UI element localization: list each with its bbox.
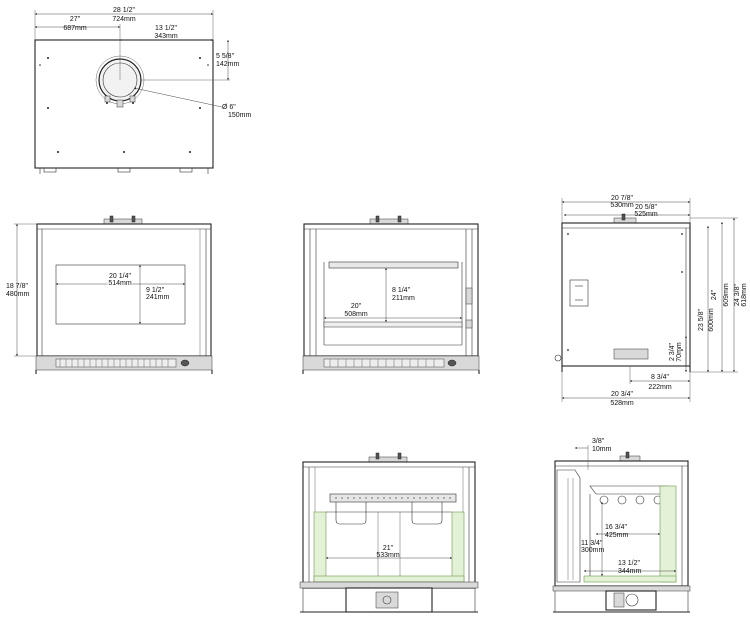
side-floor-depth-in: 13 1/2" — [618, 560, 640, 567]
glass-height-mm: 241mm — [146, 294, 170, 301]
overall-width-in: 28 1/2" — [113, 7, 135, 14]
side-floor-depth-mm: 344mm — [618, 568, 642, 575]
left-firebrick — [313, 511, 327, 583]
side-section: 3/8" 10mm 16 3/4" 425mm 11 3/4" 300mm 13… — [552, 438, 691, 613]
top-gap-in: 3/8" — [592, 438, 605, 445]
side-top-depth-mm: 525mm — [634, 211, 658, 218]
flue-offset-mm: 343mm — [154, 33, 178, 40]
offset-width-in: 27" — [70, 16, 81, 23]
flue-diameter-mm: 150mm — [228, 112, 252, 119]
side-overall-depth-mm: 530mm — [610, 202, 634, 209]
glass-height-in: 9 1/2" — [146, 287, 165, 294]
side-front-offset-mm: 222mm — [648, 384, 672, 391]
side-air-box — [613, 348, 649, 360]
side-overall-depth-in: 20 7/8" — [611, 195, 633, 202]
flue-diameter-in: Ø 6" — [222, 104, 236, 111]
side-height-overall-in: 24 3/8" — [734, 284, 741, 306]
side-bottom-depth-mm: 528mm — [610, 400, 634, 407]
front-section: 21" 533mm — [299, 452, 479, 613]
side-height-mid-mm: 609mm — [723, 283, 730, 307]
open-view-frame — [303, 223, 479, 357]
side-handle — [569, 279, 589, 307]
firebox-width-in: 21" — [383, 545, 394, 552]
glass-width-mm: 514mm — [108, 280, 132, 287]
overall-width-mm: 724mm — [112, 16, 136, 23]
interior-height-in: 8 1/4" — [392, 287, 411, 294]
offset-width-mm: 687mm — [63, 25, 87, 32]
front-view-open: 8 1/4" 211mm 20" 508mm — [302, 215, 480, 374]
front-height-in: 18 7/8" — [6, 283, 28, 290]
section-outer-frame — [302, 461, 476, 589]
side-leg-height-in: 2 3/4" — [669, 342, 676, 361]
side-view-body — [561, 222, 691, 367]
flue-depth-in: 5 5/8" — [216, 53, 235, 60]
side-top-depth-in: 20 5/8" — [635, 204, 657, 211]
side-firebox-height-mm: 300mm — [581, 547, 605, 554]
side-firebox-depth-in: 16 3/4" — [605, 524, 627, 531]
rear-firebrick — [659, 485, 677, 583]
side-firebox-depth-mm: 425mm — [605, 532, 629, 539]
interior-width-mm: 508mm — [344, 311, 368, 318]
front-height-mm: 480mm — [6, 291, 30, 298]
side-height-inner-in: 23 5/8" — [698, 309, 705, 331]
front-glass — [55, 264, 186, 325]
flue-offset-in: 13 1/2" — [155, 25, 177, 32]
side-height-inner-mm: 600mm — [708, 308, 715, 332]
glass-width-in: 20 1/4" — [109, 273, 131, 280]
front-view-frame — [36, 223, 212, 357]
interior-width-in: 20" — [351, 303, 362, 310]
top-view: 28 1/2" 724mm 27" 687mm 13 1/2" 343mm 5 … — [34, 7, 252, 174]
side-firebox-height-in: 11 3/4" — [581, 540, 603, 547]
side-leg-height-mm: 70mm — [676, 342, 683, 362]
right-firebrick — [451, 511, 465, 583]
side-bottom-depth-in: 20 3/4" — [611, 391, 633, 398]
section-baffle — [329, 493, 457, 503]
baffle-plate — [328, 261, 459, 269]
side-floor-firebrick — [583, 575, 677, 583]
floor-firebrick — [313, 575, 465, 583]
top-gap-mm: 10mm — [592, 446, 612, 453]
side-front-offset-in: 8 3/4" — [651, 374, 670, 381]
side-height-mid-in: 24" — [711, 289, 718, 300]
interior-height-mm: 211mm — [392, 295, 415, 302]
side-height-overall-mm: 618mm — [741, 283, 748, 307]
firebox-width-mm: 533mm — [376, 552, 400, 559]
flue-depth-mm: 142mm — [216, 61, 240, 68]
side-view: 20 7/8" 530mm 20 5/8" 525mm 24 3/8" 618m… — [554, 195, 748, 407]
side-section-door — [556, 469, 581, 583]
front-view: 18 7/8" 480mm 20 1/4" 514mm 9 1/2" 241mm — [6, 215, 213, 374]
